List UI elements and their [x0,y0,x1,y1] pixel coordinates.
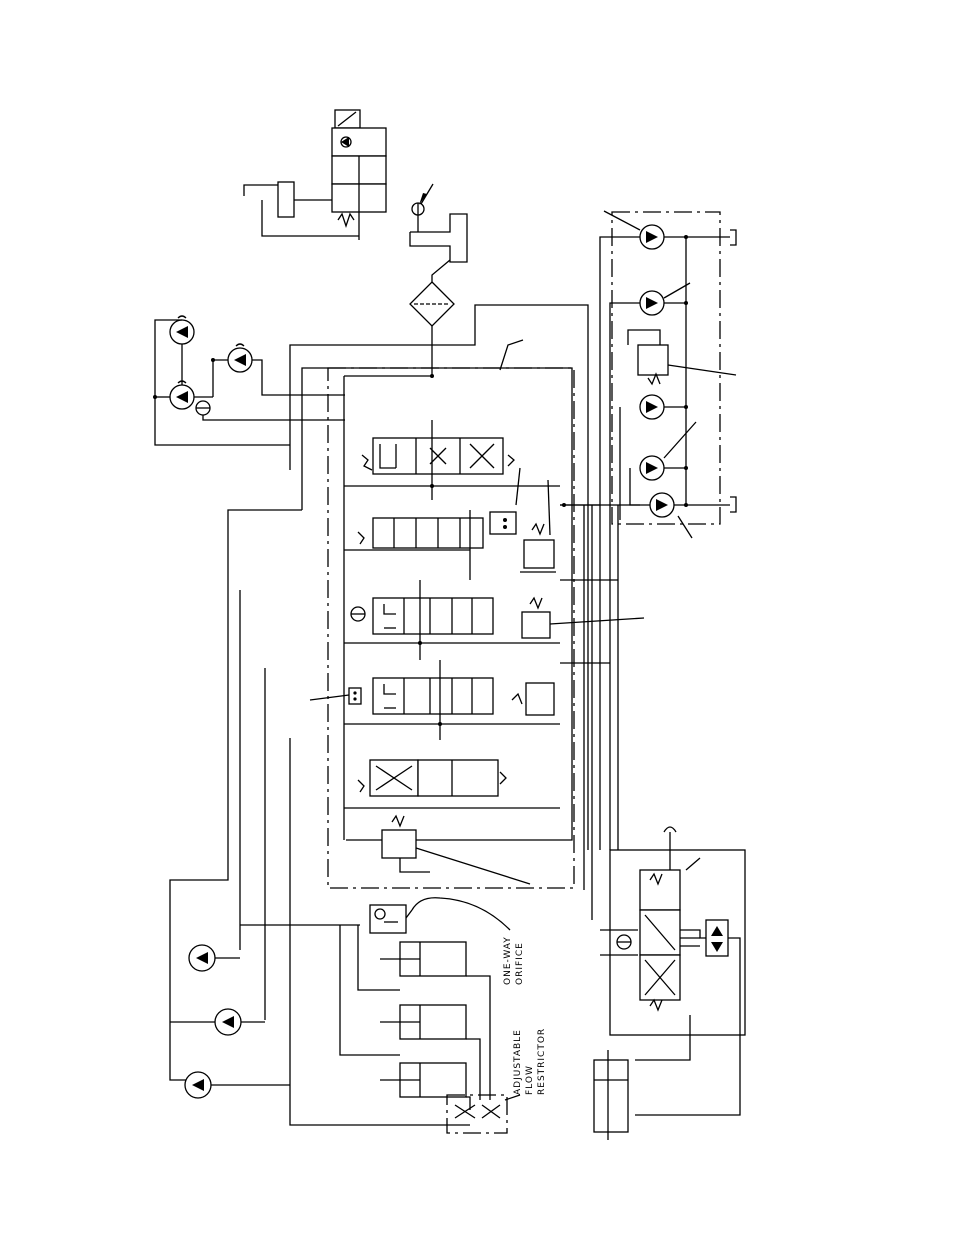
one-way-orifice-label-line1: ONE-WAY [503,936,513,985]
valve-section-4 [310,660,560,740]
main-relief-valve [382,816,530,884]
supply-lines [170,305,588,1125]
adjustable-flow-restrictor-label-line2: FLOW [525,1065,535,1095]
valve-section-2 [344,468,556,580]
adjustable-flow-restrictor-label-line3: RESTRICTOR [537,1028,547,1095]
return-filter [410,282,454,376]
valve-section-3 [344,580,644,660]
solenoid-valve-group [332,110,386,240]
motor-upper-left [153,316,345,445]
lift-cylinders [340,898,510,1110]
adjustable-flow-restrictor-label-line1: ADJUSTABLE [513,1029,523,1095]
reservoir-tank [410,214,467,282]
pump-stack-return-lines [560,503,618,920]
flow-restrictor-block [447,1095,520,1133]
valve-section-1 [344,420,560,500]
valve-section-5 [344,760,560,808]
one-way-orifice-label-line2: ORIFICE [515,942,525,985]
adjustable-flow-restrictor-label: ADJUSTABLE FLOW RESTRICTOR [513,1028,547,1095]
hydraulic-cylinder-vertical [594,1050,628,1140]
one-way-orifice-label: ONE-WAY ORIFICE [503,936,525,985]
pump-stack [560,211,736,538]
leader-line [500,340,523,370]
pressure-gauge [412,184,433,215]
